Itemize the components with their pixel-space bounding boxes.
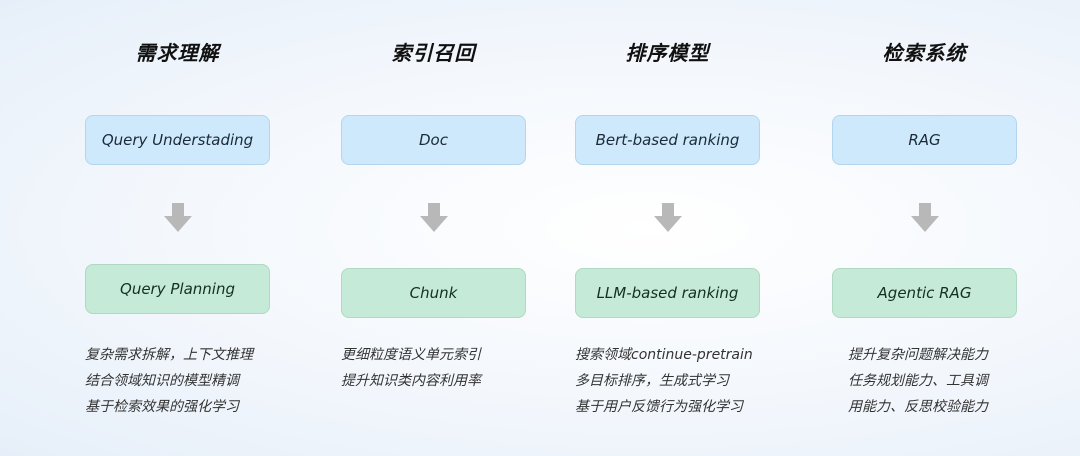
column-title: 排序模型 [625,41,710,65]
description-line: 提升复杂问题解决能力 [848,347,988,363]
arrow-down-icon [420,203,448,232]
description-line: 更细粒度语义单元索引 [341,347,481,363]
bottom-box-chunk[interactable]: Chunk [341,268,526,318]
column-title: 索引召回 [391,41,476,65]
column-description: 更细粒度语义单元索引 提升知识类内容利用率 [341,342,541,394]
bottom-box-agentic-rag[interactable]: Agentic RAG [832,268,1017,318]
column-title: 检索系统 [882,41,967,65]
top-box-doc[interactable]: Doc [341,115,526,165]
arrow-down-icon [911,203,939,232]
column-retrieval-system: 检索系统 RAG Agentic RAG 提升复杂问题解决能力 任务规划能力、工… [832,0,1017,456]
bottom-box-llm-ranking[interactable]: LLM-based ranking [575,268,760,318]
column-description: 搜索领域continue-pretrain 多目标排序，生成式学习 基于用户反馈… [575,342,775,420]
top-box-bert-ranking[interactable]: Bert-based ranking [575,115,760,165]
column-description: 复杂需求拆解，上下文推理 结合领域知识的模型精调 基于检索效果的强化学习 [85,342,285,420]
column-title: 需求理解 [135,41,220,65]
top-box-rag[interactable]: RAG [832,115,1017,165]
description-line: 提升知识类内容利用率 [341,373,481,389]
column-query-understanding: 需求理解 Query Understading Query Planning 复… [85,0,270,456]
description-line: 搜索领域continue-pretrain [575,347,753,363]
column-ranking-model: 排序模型 Bert-based ranking LLM-based rankin… [575,0,760,456]
description-line: 基于用户反馈行为强化学习 [575,399,743,415]
description-line: 基于检索效果的强化学习 [85,399,239,415]
description-line: 任务规划能力、工具调 [848,373,988,389]
top-box-query-understanding[interactable]: Query Understading [85,115,270,165]
description-line: 多目标排序，生成式学习 [575,373,729,389]
bottom-box-query-planning[interactable]: Query Planning [85,264,270,314]
column-index-recall: 索引召回 Doc Chunk 更细粒度语义单元索引 提升知识类内容利用率 [341,0,526,456]
description-line: 结合领域知识的模型精调 [85,373,239,389]
column-description: 提升复杂问题解决能力 任务规划能力、工具调 用能力、反思校验能力 [848,342,1048,420]
description-line: 复杂需求拆解，上下文推理 [85,347,253,363]
description-line: 用能力、反思校验能力 [848,399,988,415]
arrow-down-icon [164,203,192,232]
arrow-down-icon [654,203,682,232]
